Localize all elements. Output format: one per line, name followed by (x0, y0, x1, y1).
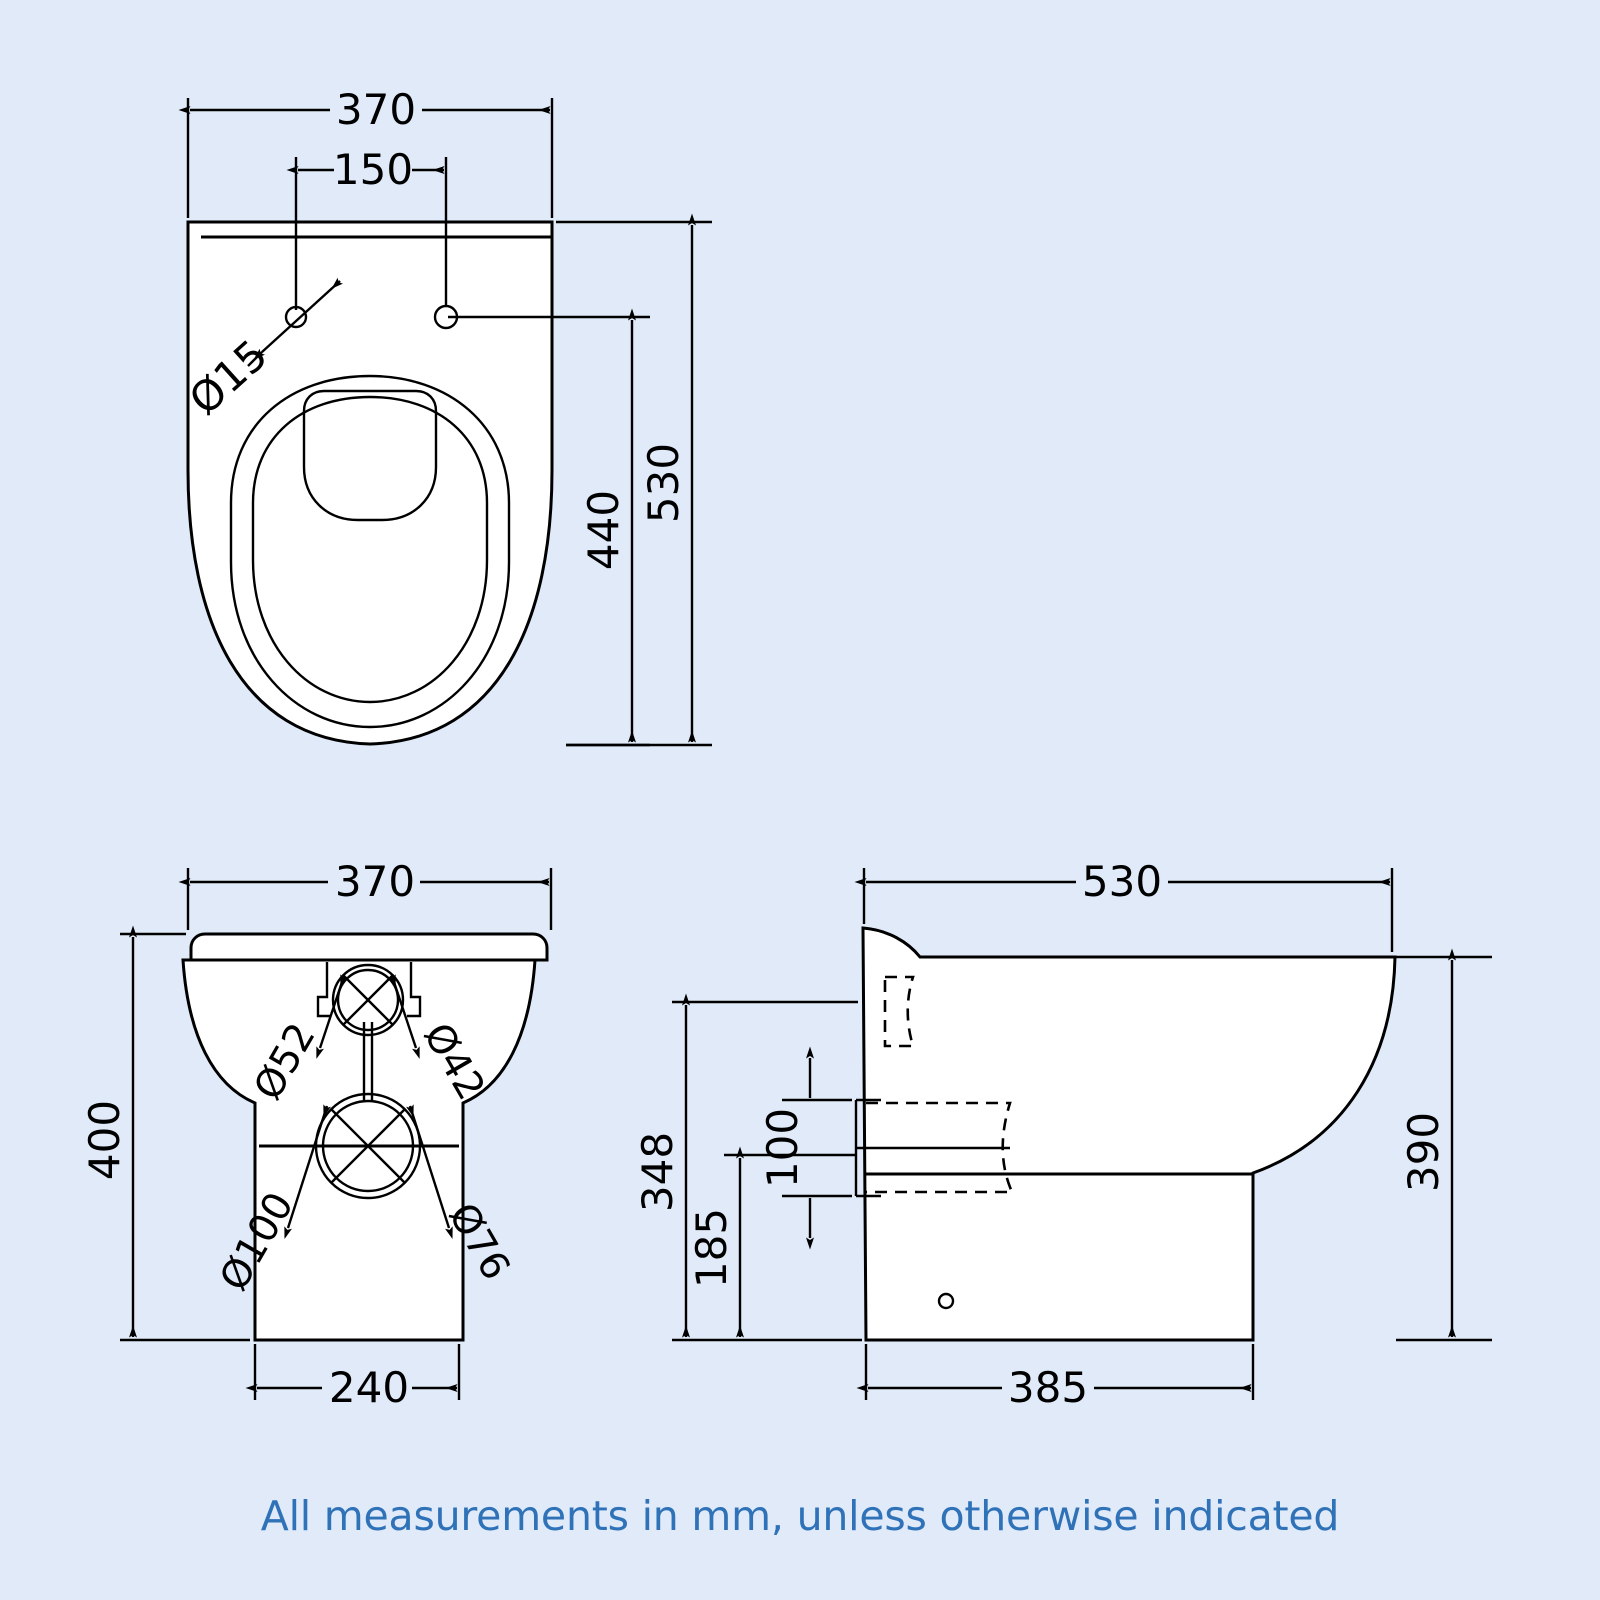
front-view-d76-leader (406, 1104, 453, 1239)
dim-label-530-top: 530 (639, 443, 688, 523)
top-view-d15-leader-tail (247, 351, 263, 367)
dim-label-385: 385 (1008, 1363, 1088, 1412)
front-view-d100-leader (284, 1104, 331, 1239)
dim-label-150: 150 (333, 145, 413, 194)
top-view-d15-leader (253, 277, 344, 360)
side-view: 530 390 348 185 100 (633, 857, 1492, 1412)
side-view-hidden-waste-spigot (866, 1101, 1014, 1194)
dim-label-530-side: 530 (1082, 857, 1162, 906)
top-view-seat-opening (302, 389, 438, 522)
dim-label-400: 400 (80, 1100, 129, 1180)
front-view-outlet-cross-b (330, 1108, 406, 1184)
dim-label-100: 100 (758, 1108, 807, 1188)
top-view: 370 150 440 530 Ø15 (178, 85, 712, 747)
dim-label-370-top: 370 (336, 85, 416, 134)
top-view-rim-outline (229, 374, 511, 729)
front-view-inlet-cross-b (342, 974, 394, 1026)
dim-label-185: 185 (687, 1208, 736, 1288)
dim-label-390: 390 (1399, 1112, 1448, 1192)
measurement-units-caption: All measurements in mm, unless otherwise… (260, 1492, 1340, 1540)
front-view-d52-leader (316, 974, 348, 1059)
front-view-pan-outline (181, 932, 549, 1342)
side-view-pan-outline (861, 926, 1397, 1342)
dim-label-440: 440 (579, 490, 628, 570)
top-view-pan-outline (186, 220, 554, 746)
side-view-rim-line (862, 926, 921, 958)
side-view-pedestal-hole (937, 1292, 955, 1310)
dim-label-240: 240 (329, 1363, 409, 1412)
side-view-hidden-fixing-pocket (883, 975, 915, 1048)
top-view-bowl-inner (251, 395, 489, 704)
dim-label-348: 348 (633, 1132, 682, 1212)
front-view: Ø52 Ø42 Ø100 Ø76 370 400 240 (80, 857, 553, 1412)
front-view-d42-leader (388, 974, 420, 1059)
dim-label-370-front: 370 (335, 857, 415, 906)
